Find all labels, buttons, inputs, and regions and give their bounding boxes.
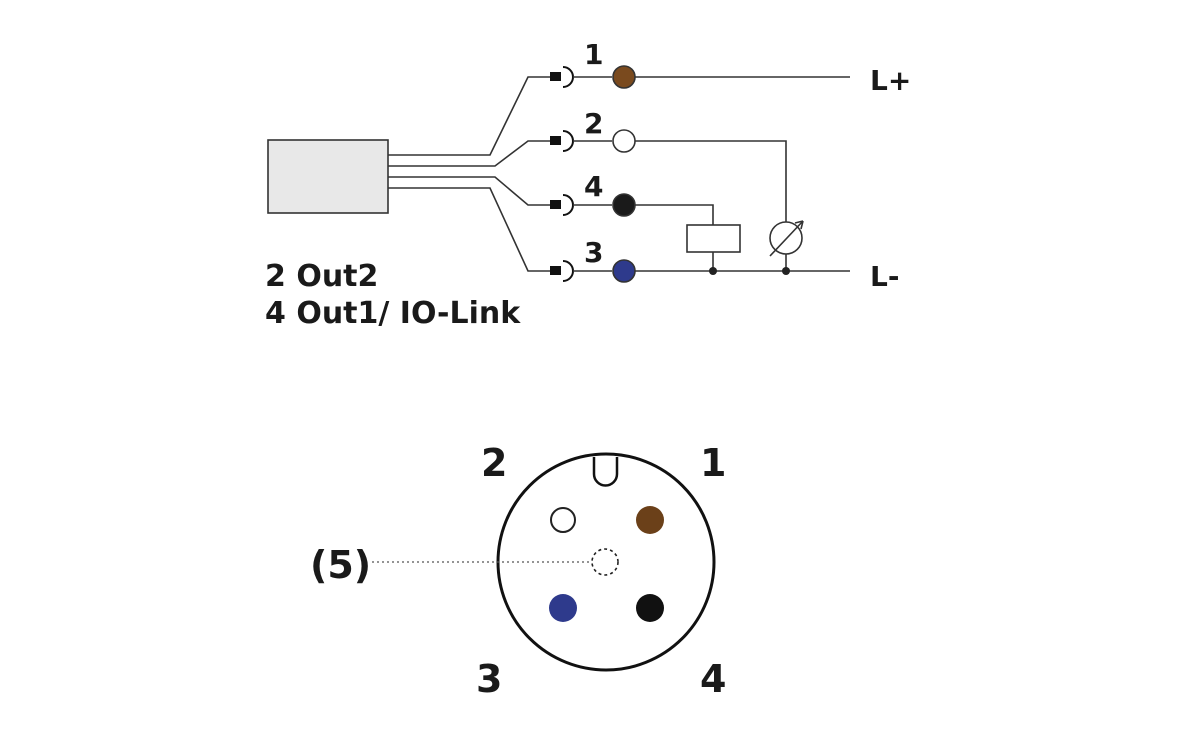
connector-pin-1 [636, 506, 664, 534]
junction-dot [782, 267, 790, 275]
out2-line [635, 140, 787, 222]
wire-color-dot-2 [612, 129, 636, 153]
wire-label-1: 1 [584, 38, 603, 71]
connector-label-5: (5) [310, 543, 371, 587]
cable-wire-1 [388, 76, 552, 156]
relay-load [686, 224, 741, 253]
coding-key [592, 457, 619, 487]
wire-label-3: 3 [584, 236, 603, 269]
connector-label-3: 3 [476, 657, 502, 701]
wire-color-dot-1 [612, 65, 636, 89]
wire-label-2: 2 [584, 107, 603, 140]
connector-pin-3 [549, 594, 577, 622]
connector-face [496, 452, 716, 672]
junction-dot [709, 267, 717, 275]
plug-symbol-1 [550, 66, 612, 88]
connector-label-1: 1 [700, 441, 726, 485]
label-l-minus: L- [870, 260, 899, 293]
plug-symbol-4 [550, 194, 612, 216]
connector-pin-4 [636, 594, 664, 622]
legend-out1-iolink: 4 Out1/ IO-Link [265, 296, 521, 331]
connector-pin-5 [591, 548, 619, 576]
cable-wire-3 [388, 187, 552, 272]
label-l-plus: L+ [870, 64, 911, 97]
cable-wire-4 [388, 176, 552, 206]
wire-color-dot-3 [612, 259, 636, 283]
cable-wire-2 [388, 140, 552, 167]
sensor-body [267, 139, 389, 214]
plug-symbol-2 [550, 130, 612, 152]
wire-color-dot-4 [612, 193, 636, 217]
connector-label-4: 4 [700, 657, 726, 701]
connector-pin-2 [550, 507, 576, 533]
legend-out2: 2 Out2 [265, 259, 378, 294]
out1-line [635, 204, 714, 225]
plug-symbol-3 [550, 260, 612, 282]
wire-label-4: 4 [584, 170, 603, 203]
connector-label-2: 2 [481, 441, 507, 485]
